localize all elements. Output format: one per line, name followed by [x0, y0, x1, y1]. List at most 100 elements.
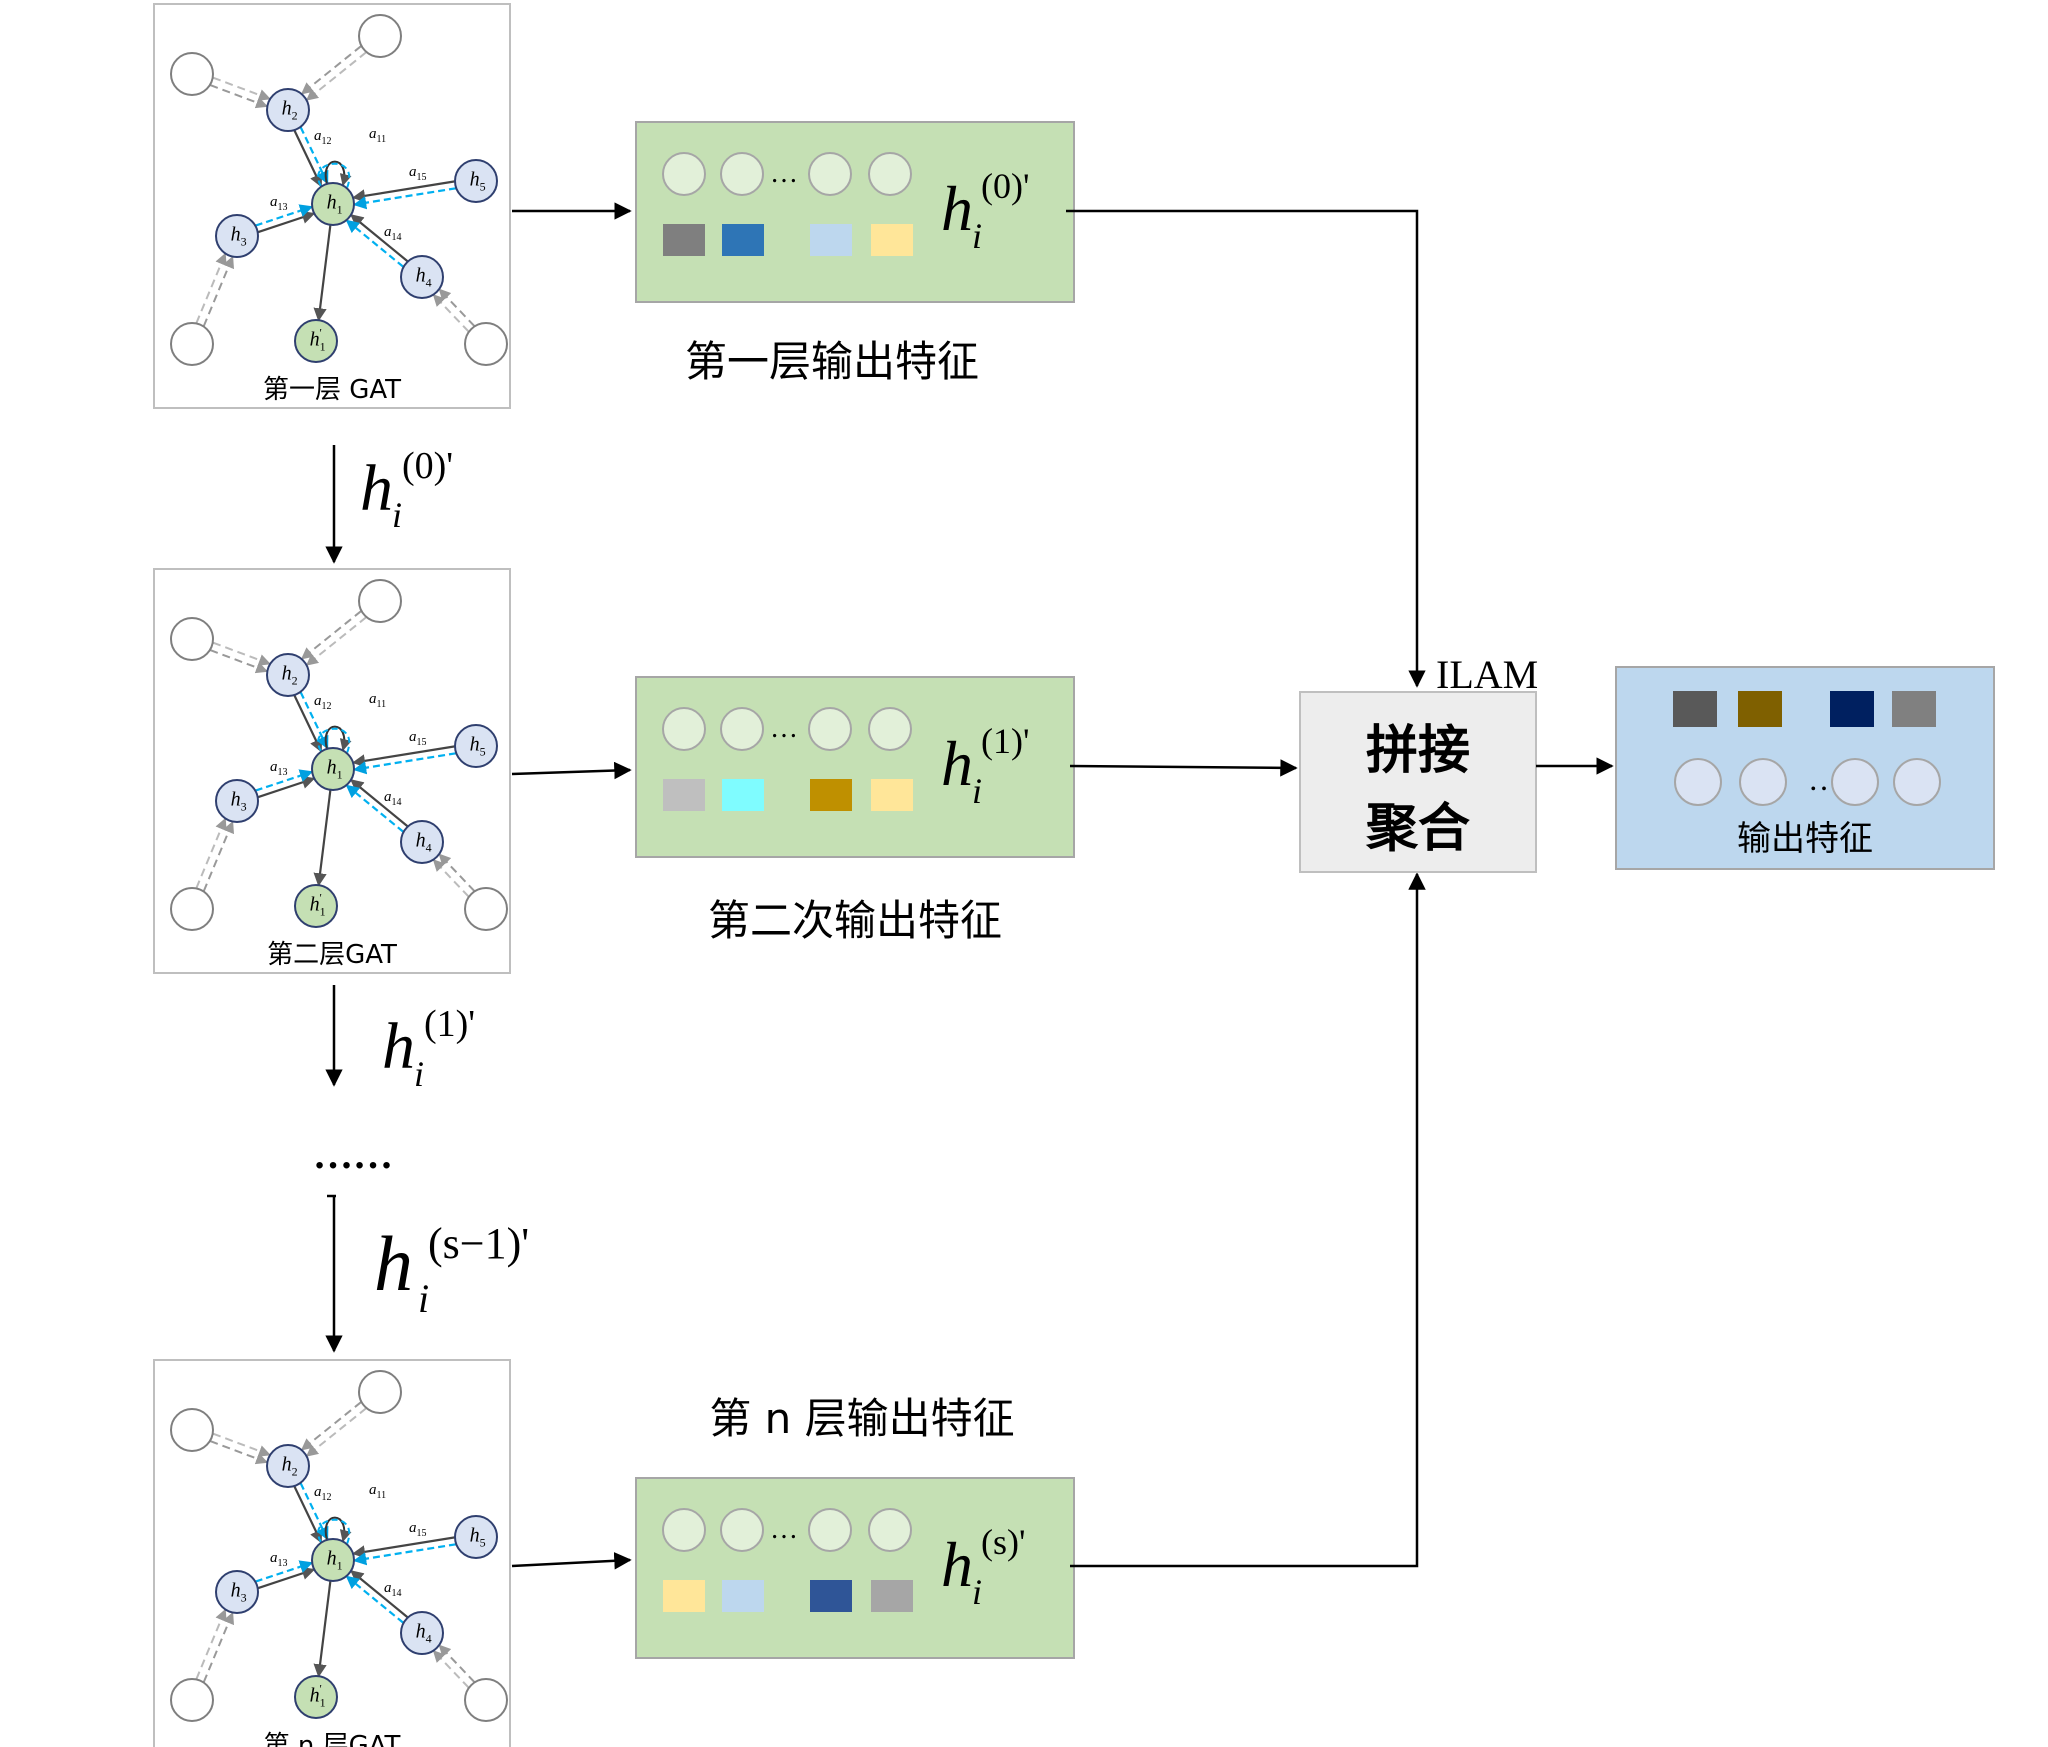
graph-edge	[351, 180, 455, 203]
feature-node	[808, 1508, 852, 1552]
feature-square	[722, 1580, 764, 1612]
feature-var-sub: i	[972, 771, 982, 811]
graph-edge	[313, 224, 332, 322]
self-loop-attention	[317, 727, 351, 754]
feature-node	[868, 152, 912, 196]
feature-square	[663, 224, 705, 256]
graph-edge	[212, 641, 271, 666]
output-node-h1-prime	[294, 1675, 338, 1719]
graph-edge	[345, 1575, 404, 1624]
neighbor-node-h4	[400, 1611, 444, 1655]
between-label-2-sup: (s−1)'	[428, 1219, 529, 1268]
feature-var-base: h	[941, 173, 973, 244]
final-output-node-2	[1739, 758, 1787, 806]
neighbor-context-node	[170, 617, 214, 661]
final-output-label: 输出特征	[1737, 819, 1873, 859]
neighbor-node-h3	[215, 214, 259, 258]
neighbor-node-h3	[215, 1570, 259, 1614]
middle-feature-to-aggregate-connector	[1069, 759, 1298, 777]
feature-square	[663, 779, 705, 811]
output-node-h1-prime	[294, 319, 338, 363]
graph-edge	[209, 649, 269, 674]
feature-square	[722, 779, 764, 811]
final-output-square	[1830, 691, 1874, 727]
feature-output-label: 第二次输出特征	[708, 896, 1002, 945]
feature-square	[722, 224, 764, 256]
gat-layer-caption: 第二层GAT	[267, 940, 397, 970]
graph-edge	[212, 1432, 271, 1457]
final-output-node-3	[1831, 758, 1879, 806]
graph-edge	[432, 294, 470, 333]
feature-node	[720, 1508, 764, 1552]
final-output-square	[1673, 691, 1717, 727]
self-loop-attention	[317, 162, 351, 189]
neighbor-node-h4	[400, 820, 444, 864]
neighbor-node-h5	[454, 1515, 498, 1559]
feature-square	[663, 1580, 705, 1612]
neighbor-context-node	[170, 1408, 214, 1452]
neighbor-node-h3	[215, 779, 259, 823]
neighbor-context-node	[358, 14, 402, 58]
graph-edge	[255, 769, 314, 792]
self-loop-attention	[317, 1518, 351, 1545]
aggregate-label-line2: 聚合	[1365, 799, 1470, 859]
graph-edge	[353, 187, 457, 210]
bottom-feature-to-aggregate-connector	[1070, 872, 1426, 1568]
feature-square	[871, 779, 913, 811]
feature-node	[662, 152, 706, 196]
graph-edge	[209, 1440, 269, 1465]
center-node-h1	[311, 182, 355, 226]
graph-edge	[212, 76, 271, 101]
graph-edge	[432, 1650, 470, 1689]
feature-box-frame	[635, 676, 1075, 858]
top-feature-to-aggregate-connector	[1066, 209, 1426, 688]
graph-edge	[255, 1560, 314, 1583]
graph-edge	[353, 1543, 457, 1566]
graph-to-feature-arrow	[511, 761, 632, 780]
graph-edge	[209, 84, 269, 109]
neighbor-context-node	[358, 1370, 402, 1414]
feature-node	[808, 152, 852, 196]
feature-var-sup: (0)'	[981, 166, 1029, 206]
graph-edge	[313, 789, 332, 887]
between-label-0-sub: i	[392, 495, 402, 535]
feature-var-sup: (s)'	[981, 1522, 1025, 1562]
feature-ellipsis: …	[770, 1514, 798, 1545]
neighbor-node-h5	[454, 159, 498, 203]
neighbor-node-h5	[454, 724, 498, 768]
gat-layer-caption: 第一层 GAT	[263, 375, 401, 405]
ellipsis-text: ……	[313, 1132, 393, 1177]
neighbor-context-node	[170, 887, 214, 931]
feature-square	[871, 1580, 913, 1612]
between-label-2-sub: i	[418, 1276, 429, 1321]
self-loop-edge	[324, 1516, 352, 1543]
ilam-label: ILAM	[1436, 652, 1538, 697]
aggregate-label-line1: 拼接	[1366, 721, 1470, 781]
graph-edge	[345, 219, 404, 268]
feature-square	[810, 1580, 852, 1612]
graph-edge	[351, 745, 455, 768]
neighbor-node-h2	[266, 1444, 310, 1488]
between-label-2-base: h	[374, 1220, 413, 1307]
final-output-node-4	[1893, 758, 1941, 806]
final-output-square	[1738, 691, 1782, 727]
between-label-1-sup: (1)'	[424, 1003, 475, 1045]
graph-edge	[350, 779, 409, 828]
feature-box-frame	[635, 1477, 1075, 1659]
neighbor-context-node	[464, 1678, 508, 1722]
feature-node	[808, 707, 852, 751]
center-node-h1	[311, 747, 355, 791]
feature-var-base: h	[941, 728, 973, 799]
gat-layer-caption: 第 n 层GAT	[264, 1731, 401, 1747]
graph-edge	[313, 1580, 332, 1678]
feature-output-label: 第 n 层输出特征	[709, 1394, 1014, 1443]
neighbor-context-node	[170, 1678, 214, 1722]
feature-node	[868, 707, 912, 751]
neighbor-context-node	[464, 887, 508, 931]
feature-var-sup: (1)'	[981, 721, 1029, 761]
